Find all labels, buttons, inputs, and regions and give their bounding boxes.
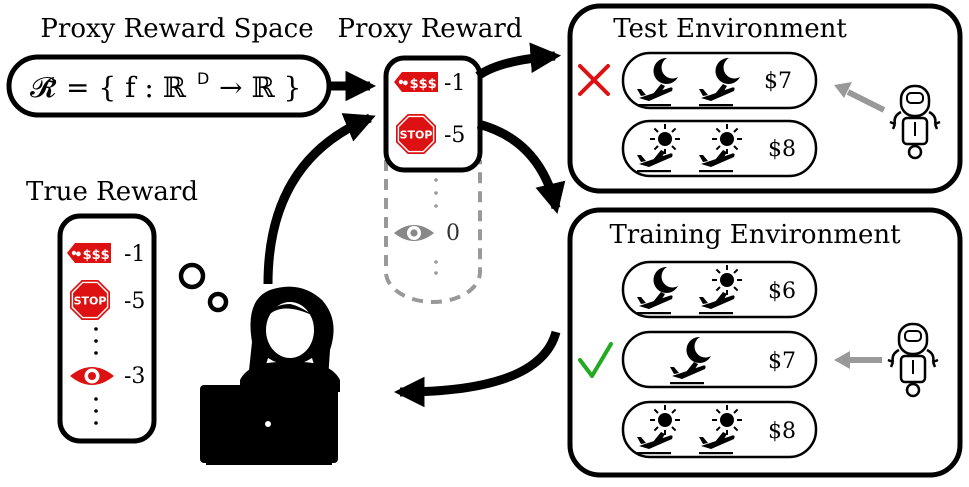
test-option-2: $8 <box>621 119 818 178</box>
proxy-reward-value-tag: -1 <box>444 71 465 96</box>
true-reward-value-stop: -5 <box>124 289 145 314</box>
price-tag-text: •$$$ <box>401 77 436 92</box>
training-option-1-price: $6 <box>768 279 796 304</box>
training-robot-arrowhead <box>834 351 850 369</box>
proxy-space-codomain: → ℝ } <box>219 71 301 104</box>
test-robot-arrow <box>846 89 886 113</box>
proxy-reward-value-stop: -5 <box>444 123 465 148</box>
proxy-reward-value-eye: 0 <box>446 221 460 246</box>
arrow-training-to-person <box>393 330 561 408</box>
training-option-2: $7 <box>621 330 818 389</box>
training-option-3: $8 <box>621 400 818 459</box>
proxy-reward-dashed-extension <box>384 160 482 304</box>
sun-icon <box>711 123 743 155</box>
training-option-1: $6 <box>621 260 818 319</box>
true-reward-value-tag: -1 <box>124 242 145 267</box>
sun-icon <box>649 404 681 436</box>
test-option-2-price: $8 <box>768 137 796 162</box>
proxy-reward-title: Proxy Reward <box>338 14 523 44</box>
proxy-space-dimension: D <box>197 69 209 88</box>
stop-sign-icon: STOP <box>69 279 111 321</box>
check-icon <box>578 342 613 378</box>
cross-icon <box>578 64 610 96</box>
proxy-reward-dots-upper <box>434 178 438 208</box>
sun-icon <box>711 264 743 296</box>
price-tag-text: •$$$ <box>74 248 109 263</box>
true-reward-box <box>57 213 157 444</box>
test-env-title: Test Environment <box>613 14 847 44</box>
true-reward-dots-lower <box>94 397 98 425</box>
true-reward-dots-upper <box>94 327 98 355</box>
stop-sign-text: STOP <box>400 129 433 142</box>
eye-icon <box>394 225 434 241</box>
arrow-proxy-to-test <box>475 42 562 80</box>
proxy-space-symbol: 𝓡̃ <box>30 71 57 104</box>
stop-sign-text: STOP <box>74 295 107 308</box>
price-tag-icon: •$$$ <box>394 72 438 92</box>
test-robot-arrowhead <box>834 82 852 98</box>
test-option-1-price: $7 <box>764 69 792 94</box>
training-option-2-price: $7 <box>768 349 796 374</box>
price-tag-icon: •$$$ <box>67 243 111 263</box>
sun-icon <box>649 123 681 155</box>
proxy-space-box <box>6 54 332 118</box>
arrow-person-to-proxy <box>263 113 376 285</box>
proxy-space-formula: = { f : ℝ <box>66 71 187 104</box>
proxy-space-title: Proxy Reward Space <box>40 14 313 44</box>
person-with-laptop-icon <box>200 286 340 465</box>
stop-sign-icon: STOP <box>395 113 437 155</box>
arrows <box>263 42 566 408</box>
test-option-1: $7 <box>621 51 818 110</box>
training-option-3-price: $8 <box>768 419 796 444</box>
thought-bubbles <box>178 262 229 313</box>
sun-icon <box>711 404 743 436</box>
true-reward-title: True Reward <box>26 177 198 207</box>
arrow-proxy-to-training <box>476 119 566 214</box>
training-env-title: Training Environment <box>609 220 901 250</box>
true-reward-value-eye: -3 <box>124 364 145 389</box>
proxy-reward-dots-lower <box>434 260 438 275</box>
